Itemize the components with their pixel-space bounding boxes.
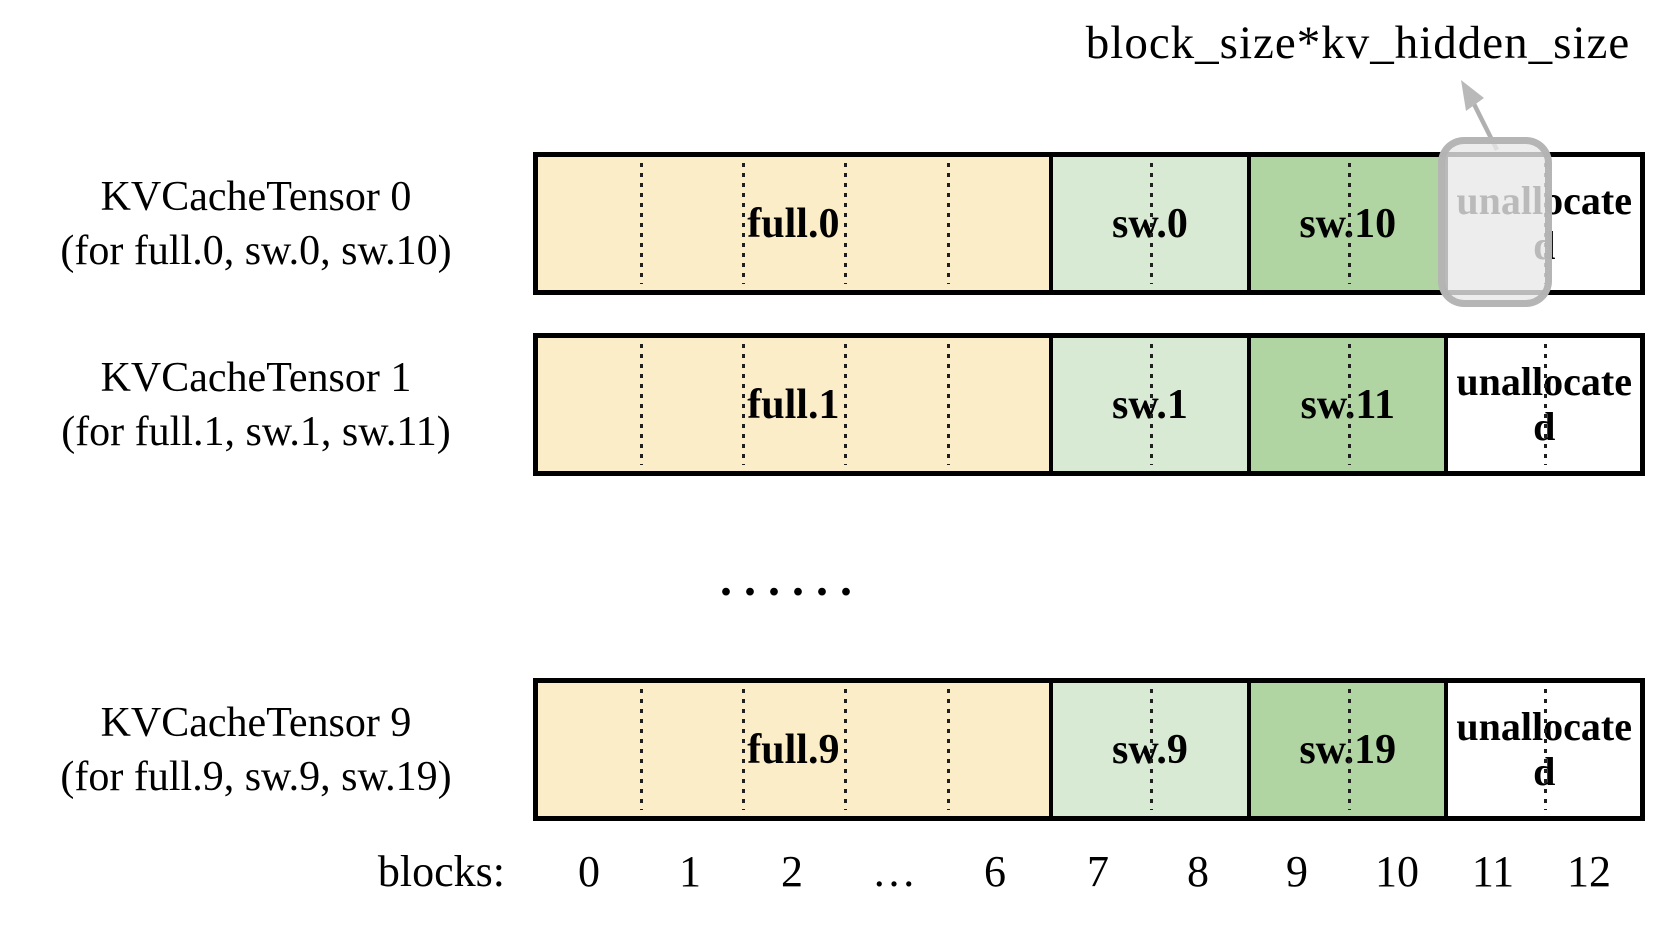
block-divider-dotted <box>1347 163 1351 284</box>
block-tick: 8 <box>1187 847 1209 896</box>
row-label: KVCacheTensor 0 (for full.0, sw.0, sw.10… <box>0 152 512 295</box>
block-divider-dotted <box>946 689 950 810</box>
block-tick: 2 <box>781 847 803 896</box>
blocks-axis-label: blocks: <box>377 847 505 896</box>
block-divider-dotted <box>946 344 950 465</box>
block-divider-dotted <box>1544 344 1548 465</box>
segment-label: full.1 <box>747 381 840 428</box>
tensor-title: KVCacheTensor 1 <box>100 354 412 401</box>
block-tick: 9 <box>1286 847 1308 896</box>
block-tick: … <box>872 847 916 896</box>
row-label: KVCacheTensor 9 (for full.9, sw.9, sw.19… <box>0 678 512 821</box>
segment-label: sw.19 <box>1299 726 1396 774</box>
segment-sw: sw.19 <box>1247 683 1445 816</box>
block-tick: 10 <box>1375 847 1419 896</box>
block-divider-dotted <box>640 689 644 810</box>
block-divider-dotted <box>742 344 746 465</box>
block-divider-dotted <box>742 689 746 810</box>
tensor-title: KVCacheTensor 0 <box>100 173 412 220</box>
tensor-subtitle: (for full.0, sw.0, sw.10) <box>60 227 452 274</box>
block-divider-dotted <box>1347 689 1351 810</box>
segment-unallocated: unallocated <box>1444 338 1640 471</box>
rows-ellipsis: ...... <box>720 553 864 606</box>
block-divider-dotted <box>742 163 746 284</box>
blocks-axis: blocks: 0 1 2 … 6 7 8 9 10 11 12 <box>0 846 1676 902</box>
block-divider-dotted <box>946 163 950 284</box>
segment-label: sw.11 <box>1300 381 1395 429</box>
segment-sw: sw.0 <box>1048 157 1248 290</box>
tensor-subtitle: (for full.1, sw.1, sw.11) <box>61 408 451 455</box>
segment-sw: sw.11 <box>1247 338 1445 471</box>
segment-label: unallocated <box>1455 359 1633 450</box>
kv-cache-tensor-row-9: KVCacheTensor 9 (for full.9, sw.9, sw.19… <box>0 678 1676 821</box>
block-divider-dotted <box>1149 689 1153 810</box>
block-size-annotation: block_size*kv_hidden_size <box>1085 17 1631 69</box>
segment-full: full.9 <box>538 683 1049 816</box>
block-tick: 12 <box>1567 847 1611 896</box>
tensor-subtitle: (for full.9, sw.9, sw.19) <box>60 753 452 800</box>
kv-cache-tensor-row-1: KVCacheTensor 1 (for full.1, sw.1, sw.11… <box>0 333 1676 476</box>
segment-sw: sw.10 <box>1247 157 1445 290</box>
block-divider-dotted <box>1544 689 1548 810</box>
block-divider-dotted <box>1347 344 1351 465</box>
tensor-title: KVCacheTensor 9 <box>100 699 412 746</box>
segment-full: full.1 <box>538 338 1049 471</box>
segment-label: unallocated <box>1455 704 1633 795</box>
block-divider-dotted <box>844 344 848 465</box>
segment-label: full.0 <box>747 200 840 247</box>
block-divider-dotted <box>640 344 644 465</box>
row-label: KVCacheTensor 1 (for full.1, sw.1, sw.11… <box>0 333 512 476</box>
segment-sw: sw.1 <box>1048 338 1248 471</box>
block-tick: 0 <box>578 847 600 896</box>
block-highlight <box>1438 137 1552 307</box>
kv-cache-tensor-row-0: KVCacheTensor 0 (for full.0, sw.0, sw.10… <box>0 152 1676 295</box>
block-tick: 1 <box>679 847 701 896</box>
block-tick: 6 <box>984 847 1006 896</box>
segment-label: full.9 <box>747 726 840 773</box>
block-tick: 11 <box>1471 847 1515 896</box>
block-divider-dotted <box>640 163 644 284</box>
segment-label: sw.10 <box>1299 200 1396 248</box>
segment-unallocated: unallocated <box>1444 683 1640 816</box>
block-tick: 7 <box>1087 847 1109 896</box>
kv-cache-bar: full.9 sw.9 sw.19 unallocated <box>533 678 1645 821</box>
block-divider-dotted <box>844 163 848 284</box>
block-divider-dotted <box>1149 344 1153 465</box>
block-divider-dotted <box>1149 163 1153 284</box>
segment-full: full.0 <box>538 157 1049 290</box>
segment-sw: sw.9 <box>1048 683 1248 816</box>
block-divider-dotted <box>844 689 848 810</box>
kv-cache-bar: full.1 sw.1 sw.11 unallocated <box>533 333 1645 476</box>
